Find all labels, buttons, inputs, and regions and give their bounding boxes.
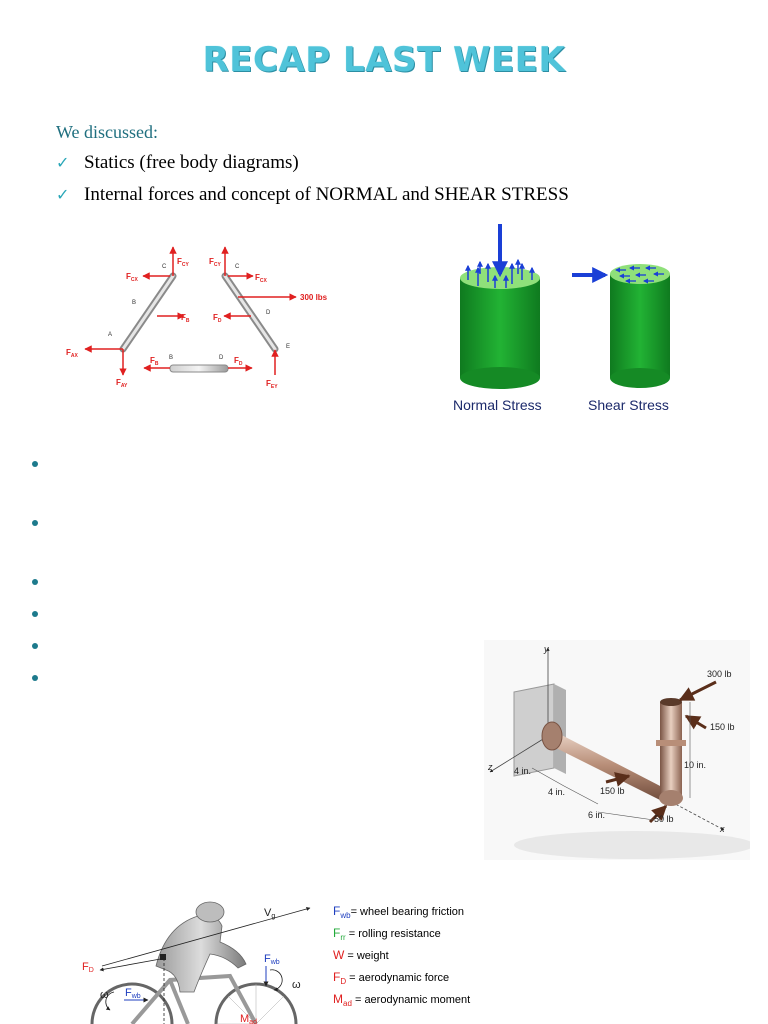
label-fay: FAY	[116, 378, 128, 389]
label-fb-left: FB	[181, 313, 190, 324]
page-title: RECAP LAST WEEK	[202, 40, 566, 80]
point-d-label: D	[219, 355, 224, 361]
legend-symbol: W	[333, 948, 345, 962]
legend-text: = aerodynamic moment	[351, 994, 471, 1006]
legend-subscript: ad	[343, 999, 352, 1009]
label-fwb-front: Fwb	[264, 953, 280, 966]
label-fcy-right: FCY	[209, 257, 222, 268]
label-fax: FAX	[66, 348, 79, 359]
label-fd-bottom: FD	[234, 356, 243, 367]
legend-item: Mad = aerodynamic moment	[333, 992, 470, 1008]
point-e-label: E	[286, 344, 290, 350]
point-c-label: C	[162, 264, 167, 270]
axis-x-label: x	[719, 824, 725, 834]
label-fcx-left: FCX	[126, 272, 139, 283]
label-omega-rear: ω	[100, 989, 109, 1001]
list-item: ✓ Internal forces and concept of NORMAL …	[56, 184, 569, 206]
point-a-label: A	[108, 332, 112, 338]
label-150-lb-top: 150 lb	[710, 722, 735, 732]
intro-text: We discussed:	[56, 122, 159, 142]
shear-stress-label: Shear Stress	[588, 397, 669, 413]
label-vg: Vg	[264, 907, 275, 920]
point-b-label: B	[132, 300, 136, 306]
label-fcx-right: FCX	[255, 273, 268, 284]
label-mad: Mad	[240, 1013, 257, 1024]
legend-text: = wheel bearing friction	[350, 906, 465, 918]
point-d-label: D	[266, 310, 271, 316]
legend-item: Fwb= wheel bearing friction	[333, 904, 464, 920]
checkmark-icon: ✓	[56, 155, 70, 172]
label-omega-front: ω	[292, 979, 301, 991]
legend-symbol: F	[333, 904, 341, 918]
bullet-icon	[32, 520, 38, 526]
legend-symbol: F	[333, 926, 341, 940]
label-fcy-left: FCY	[177, 257, 190, 268]
label-fwb-rear: Fwb	[125, 987, 141, 1000]
label-fd-right: FD	[213, 313, 222, 324]
axis-z-label: z	[487, 762, 493, 772]
label-fey: FEY	[266, 379, 278, 390]
legend-subscript: rr	[340, 933, 346, 943]
legend-subscript: wb	[340, 911, 351, 921]
legend-text: = rolling resistance	[345, 928, 441, 940]
label-4-in-b: 4 in.	[548, 787, 565, 797]
free-body-diagram: FCY FCX FCY FCX 300 lbs FB FD FAX FAY FB…	[66, 246, 328, 390]
legend-item: W = weight	[333, 948, 389, 964]
bullet-icon	[32, 675, 38, 681]
bullet-icon	[32, 579, 38, 585]
list-item: ✓ Statics (free body diagrams)	[56, 152, 299, 174]
label-6-in: 6 in.	[588, 810, 605, 820]
bullet-icon	[32, 643, 38, 649]
bullet-icon	[32, 461, 38, 467]
label-fb-bottom: FB	[150, 356, 159, 367]
checkmark-icon: ✓	[56, 187, 70, 204]
list-item-label: Statics (free body diagrams)	[84, 152, 299, 173]
list-item-label: Internal forces and concept of NORMAL an…	[84, 184, 569, 205]
axis-y-label: y	[543, 644, 549, 654]
normal-stress-label: Normal Stress	[453, 397, 542, 413]
point-b-label: B	[169, 355, 173, 361]
pipe-assembly-diagram: 300 lb 150 lb 150 lb 50 lb 4 in. 4 in. 6…	[484, 640, 750, 860]
legend-subscript: D	[340, 977, 347, 987]
legend-symbol: F	[333, 970, 341, 984]
legend-item: FD = aerodynamic force	[333, 970, 449, 986]
label-300-lb: 300 lb	[707, 669, 732, 679]
stress-diagram: Normal Stress Shear Stress	[453, 224, 670, 413]
legend-symbol: M	[333, 992, 343, 1006]
bullet-icon	[32, 611, 38, 617]
label-50-lb: 50 lb	[654, 814, 674, 824]
legend-text: = aerodynamic force	[346, 972, 450, 984]
label-150-lb-bottom: 150 lb	[600, 786, 625, 796]
label-4-in-a: 4 in.	[514, 766, 531, 776]
member-bd	[169, 364, 229, 373]
shear-stress-cylinder	[572, 264, 670, 388]
label-300-lbs: 300 lbs	[300, 293, 328, 302]
legend-text: = weight	[344, 950, 389, 962]
normal-stress-cylinder	[460, 224, 540, 389]
label-10-in: 10 in.	[684, 760, 706, 770]
label-fd: FD	[82, 961, 94, 974]
point-c-label: C	[235, 264, 240, 270]
legend-item: Frr = rolling resistance	[333, 926, 441, 942]
cyclist-diagram: Vg FD Fwb Fwb ω ω Mad	[82, 901, 311, 1024]
